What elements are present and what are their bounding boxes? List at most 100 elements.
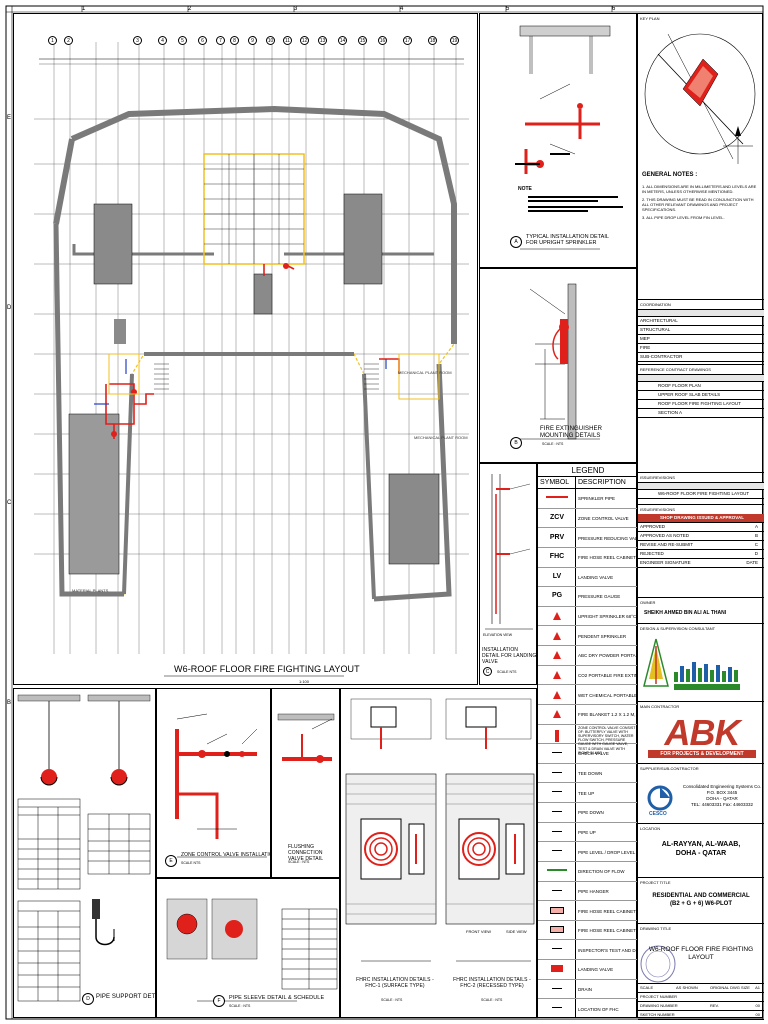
detail-fhrc-panel: FRONT VIEW SIDE VIEW FHRC INSTALLATION D… [340,688,537,1018]
legend-symbol-icon [552,889,562,891]
legend-row: DIRECTION OF FLOW [538,862,638,882]
zone-valve-title: ZONE CONTROL VALVE INSTALLATION DETAIL [181,852,296,858]
ref-row: ROOF FLOOR PLAN [638,382,764,391]
drawing-title-label: DRAWING TITLE [640,926,672,931]
legend-symbol [540,670,574,681]
grid-bubble: 2 [64,36,73,45]
legend-symbol-icon [553,690,561,699]
floor-plan-panel: 1 2 3 4 5 6 7 8 9 10 11 12 13 14 15 16 1… [13,13,478,685]
consultant-label: DESIGN & SUPERVISION CONSULTANT [640,626,716,631]
legend-symbol-icon [555,729,559,742]
coord-row: STRUCTURAL [638,326,764,335]
legend-row: PIPE HANGER [538,882,638,902]
room-label: MECHANICAL PLANT ROOM [398,370,452,375]
legend-symbol: ZCV [550,513,564,521]
issue-revisions-label: ISSUE/REVISIONS [640,475,675,480]
legend-symbol: PG [551,592,563,600]
legend-symbol-icon [553,710,561,719]
sheet-row-c: C [7,500,12,506]
legend-description: PENDENT SPRINKLER [578,633,627,639]
consultant-section: DESIGN & SUPERVISION CONSULTANT [638,623,764,701]
drawing-title-section: DRAWING TITLE W6-ROOF FLOOR FIRE FIGHTIN… [638,923,764,983]
grid-bubble: 16 [378,36,387,45]
detail-num-a: A [510,236,522,248]
legend-row: INSPECTOR'S TEST AND DRAIN [538,940,638,961]
plan-title: W6-ROOF FLOOR FIRE FIGHTING LAYOUT [174,664,360,674]
general-note-2: 2. THIS DRAWING MUST BE READ IN CONJUNCT… [642,197,754,212]
legend-description: PIPE HANGER [578,888,609,894]
sheet-col-1: 1 [82,6,86,12]
grid-bubble: 6 [198,36,207,45]
grid-bubble: 8 [230,36,239,45]
legend-description: LOCATION OF FHC [578,1006,619,1012]
legend-symbol-icon [553,651,561,660]
legend-description: DRAIN [578,987,593,993]
legend-row: FIRE HOSE REEL CABINET FHC-2 (RECESSED T… [538,921,638,941]
legend-symbol [540,946,574,953]
coordination-table: COORDINATION ARCHITECTURAL STRUCTURAL ME… [638,299,764,362]
legend-symbol-icon [552,1007,562,1009]
room-label: MATERIAL PLANTS [72,588,109,593]
fhrc-recessed-scale: SCALE : NTS [481,998,503,1002]
ref-row: ROOF FLOOR FIRE FIGHTING LAYOUT [638,400,764,409]
fhrc-drawing [345,698,535,962]
cesco-address: Consolidated Engineering Systems Co. P.O… [682,784,762,807]
legend-symbol [540,985,574,992]
flushing-drawing [277,713,335,763]
abk-logo: ABK [664,712,741,753]
general-notes: 1. ALL DIMENSIONS ARE IN MILLIMETERS AND… [642,184,760,220]
flushing-title: FLUSHING CONNECTION VALVE DETAIL [288,844,324,862]
main-contractor-section: MAIN CONTRACTOR ABK FOR PROJECTS & DEVEL… [638,701,764,763]
detail-num-d: D [82,993,94,1005]
fhrc-surface-title: FHRC INSTALLATION DETAILS - FHC-1 (SURFA… [356,977,434,989]
main-contractor-label: MAIN CONTRACTOR [640,704,680,709]
legend-row: DRAIN [538,980,638,1000]
legend-description: FIRE HOSE REEL CABINET FHC-1 (SURFACE TY… [578,908,636,914]
pipe-support-drawing [17,694,151,1002]
coord-row: MEP [638,335,764,344]
legend-symbol-icon [553,670,561,679]
legend-description: PRESSURE REDUCING VALVE [578,535,636,541]
sprinkler-title: TYPICAL INSTALLATION DETAIL FOR UPRIGHT … [526,234,609,246]
approval-stamp [640,945,676,983]
floor-plan-drawing [34,42,469,677]
sheet-col-3: 3 [294,6,298,12]
sprinkler-note-text [528,194,628,216]
legend-symbol-icon [552,811,562,813]
legend-row: PIPE UP [538,823,638,843]
legend-description: ZONE CONTROL VALVE [578,515,629,521]
legend-row: ZONE CONTROL VALVE CONSIST OF: BUTTERFLY… [538,725,638,755]
grid-bubble: 10 [266,36,275,45]
consultant-logo [643,638,740,690]
pipe-sleeve-title: PIPE SLEEVE DETAIL & SCHEDULE [229,995,325,1001]
legend-description: PRESSURE GAUGE [578,594,621,600]
legend-row: SPRINKLER PIPE [538,489,638,509]
drawing-title: W6-ROOF FLOOR FIRE FIGHTING LAYOUT [648,946,754,961]
cesco-name: CESCO [649,811,667,817]
coord-row: SUB-CONTRACTOR [638,353,764,362]
grid-bubble: 13 [318,36,327,45]
front-view-label: FRONT VIEW [466,929,492,934]
legend-symbol [540,965,574,974]
legend-row: PIPE DOWN [538,803,638,823]
legend-row: ABC DRY POWDER PORTABLE FIRE EXTINGUISHE… [538,646,638,666]
coord-row: FIRE [638,344,764,353]
legend-row: FIRE BLANKET 1.2 X 1.2 M, WITH BOX HOLDE… [538,705,638,725]
ref-row: SECTION A [638,409,764,418]
sheet-col-5: 5 [506,6,510,12]
reference-label: REFERENCE CONTRACT DRAWINGS [640,367,711,372]
legend-description: INSPECTOR'S TEST AND DRAIN [578,947,636,953]
legend-symbol [540,769,574,776]
grid-bubble: 12 [300,36,309,45]
legend-symbol-icon [546,496,568,499]
legend-description: WET CHEMICAL PORTABLE FIRE EXTINGUISHER,… [578,692,636,698]
legend-description: FIRE HOSE REEL CABINET [578,555,636,561]
extinguisher-title: FIRE EXTINGUISHER MOUNTING DETAILS [540,426,603,439]
landing-valve-elevation: ELEVATION VIEW [483,633,513,637]
legend-row: PG PRESSURE GAUGE [538,587,638,607]
